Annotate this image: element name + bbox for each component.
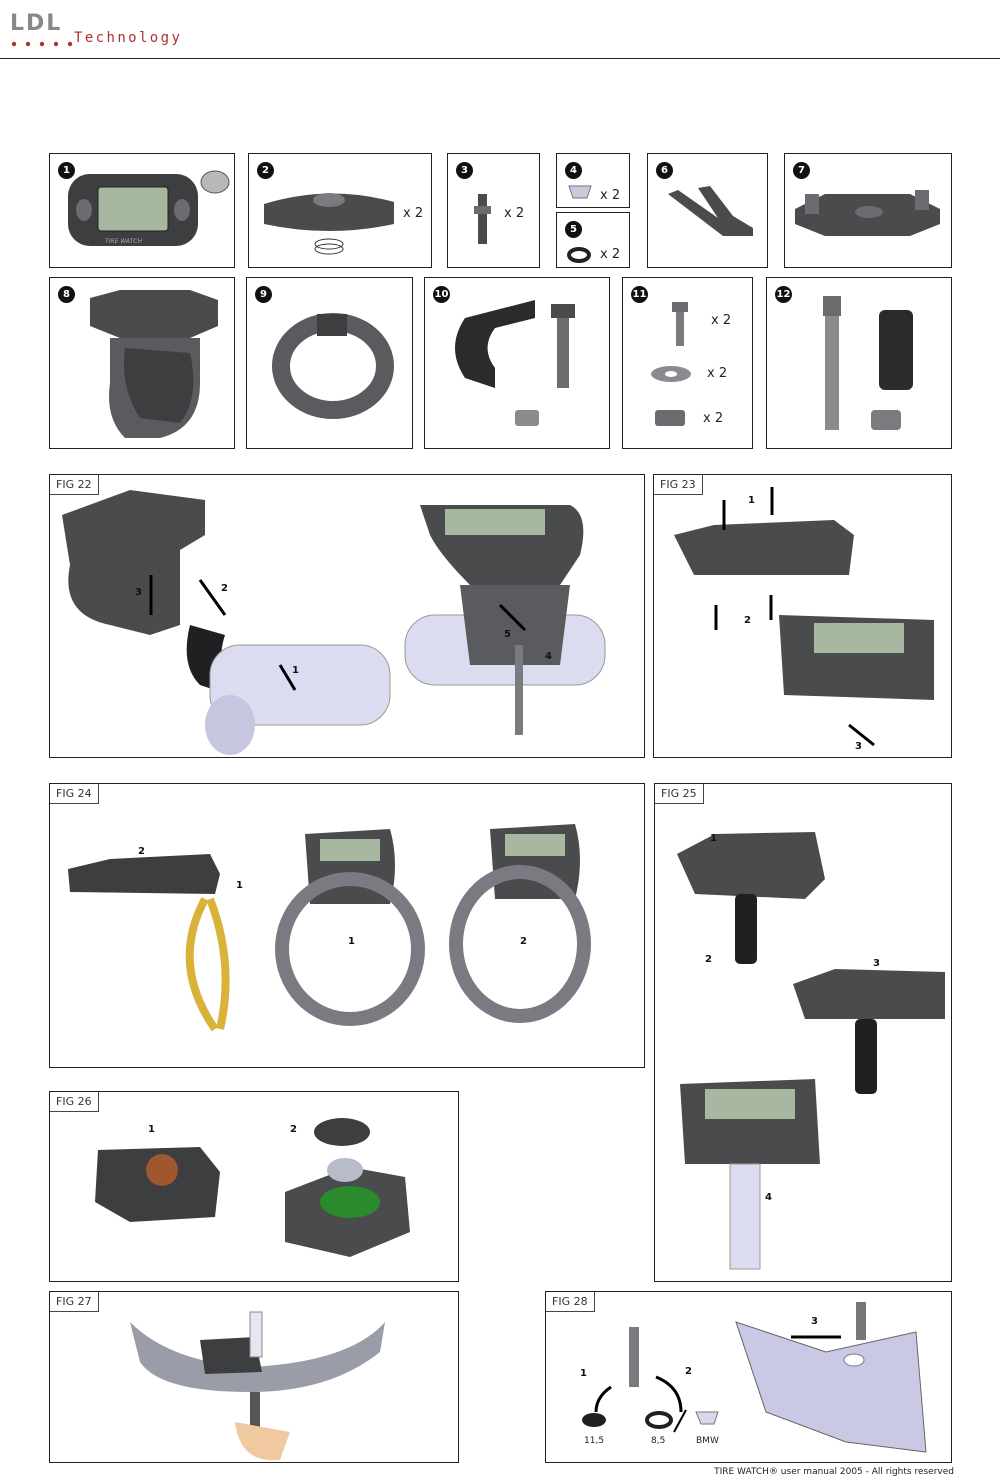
step-label: 2 <box>290 1124 297 1135</box>
step-label: 2 <box>138 846 145 857</box>
fig-25-panel: FIG 25 1 2 3 4 <box>654 783 952 1282</box>
long-bolt-and-spacer-illustration <box>767 278 952 449</box>
part-number: 1 <box>58 162 75 179</box>
step-label: 1 <box>292 665 299 676</box>
fig-27-illustration <box>50 1292 459 1463</box>
part-number: 10 <box>433 286 450 303</box>
fig-28-panel: FIG 28 1 2 3 11,5 8,5 BMW <box>545 1291 952 1463</box>
fig-23-illustration <box>654 475 952 758</box>
bracket-illustration <box>785 154 952 268</box>
part-7-box: 7 <box>784 153 952 268</box>
part-number: 8 <box>58 286 75 303</box>
fig-26-illustration <box>50 1092 459 1282</box>
part-quantity: x 2 <box>504 206 524 221</box>
strap-illustration <box>247 278 413 449</box>
part-number: 5 <box>565 221 582 238</box>
fig-22-illustration <box>50 475 645 758</box>
step-label: 2 <box>685 1366 692 1377</box>
figure-label: FIG 26 <box>50 1092 99 1112</box>
figure-label: FIG 28 <box>546 1292 595 1312</box>
figure-label: FIG 24 <box>50 784 99 804</box>
step-label: 4 <box>545 651 552 662</box>
step-label: 3 <box>855 741 862 752</box>
part-11-box: 11 x 2 x 2 x 2 <box>622 277 753 449</box>
part-3-box: 3 x 2 <box>447 153 540 268</box>
fig-24-illustration <box>50 784 645 1068</box>
part-quantity: x 2 <box>600 247 620 262</box>
step-label: 5 <box>504 629 511 640</box>
part-number: 3 <box>456 162 473 179</box>
fig-28-illustration <box>546 1292 952 1463</box>
part-quantity: x 2 <box>600 188 620 203</box>
figure-label: FIG 23 <box>654 475 703 495</box>
step-label: 3 <box>135 587 142 598</box>
handlebar-mount-illustration <box>50 278 235 449</box>
step-label: 2 <box>221 583 228 594</box>
ldl-logo: LDL Technology <box>8 8 188 48</box>
step-label: 1 <box>580 1368 587 1379</box>
step-label: 2 <box>705 954 712 965</box>
part-quantity: x 2 <box>711 313 731 328</box>
part-number: 7 <box>793 162 810 179</box>
step-label: 1 <box>710 833 717 844</box>
part-number: 6 <box>656 162 673 179</box>
device-label: TIRE WATCH <box>105 238 142 245</box>
figure-label: FIG 22 <box>50 475 99 495</box>
part-1-box: TIRE WATCH 1 <box>49 153 235 268</box>
step-label: 2 <box>744 615 751 626</box>
part-6-box: 6 <box>647 153 768 268</box>
part-number: 12 <box>775 286 792 303</box>
part-9-box: 9 <box>246 277 413 449</box>
step-label: 4 <box>765 1192 772 1203</box>
step-label: 1 <box>148 1124 155 1135</box>
part-quantity: x 2 <box>707 366 727 381</box>
part-quantity: x 2 <box>703 411 723 426</box>
logo-brand-sub: Technology <box>74 30 182 46</box>
display-unit-illustration: TIRE WATCH <box>50 154 235 268</box>
step-label: 1 <box>348 936 355 947</box>
fig-25-illustration <box>655 784 952 1282</box>
part-2-box: 2 x 2 <box>248 153 432 268</box>
part-12-box: 12 <box>766 277 952 449</box>
size-label: 11,5 <box>584 1436 604 1446</box>
step-label: 1 <box>236 880 243 891</box>
part-number: 11 <box>631 286 648 303</box>
figure-label: FIG 25 <box>655 784 704 804</box>
size-label: 8,5 <box>651 1436 665 1446</box>
shim-and-bolt-illustration <box>425 278 610 449</box>
fig-27-panel: FIG 27 <box>49 1291 459 1463</box>
part-number: 2 <box>257 162 274 179</box>
fig-23-panel: FIG 23 1 2 3 <box>653 474 952 758</box>
step-label: 1 <box>748 495 755 506</box>
footer-copyright: TIRE WATCH® user manual 2005 - All right… <box>714 1467 954 1477</box>
logo-text: LDL <box>10 11 62 36</box>
fig-22-panel: FIG 22 3 2 1 5 4 <box>49 474 645 758</box>
part-8-box: 8 <box>49 277 235 449</box>
step-label: 3 <box>873 958 880 969</box>
part-number: 4 <box>565 162 582 179</box>
part-4-box: 4 x 2 <box>556 153 630 208</box>
part-quantity: x 2 <box>403 206 423 221</box>
part-10-box: 10 <box>424 277 610 449</box>
size-label: BMW <box>696 1436 719 1446</box>
part-number: 9 <box>255 286 272 303</box>
fig-24-panel: FIG 24 2 1 1 2 <box>49 783 645 1068</box>
step-label: 2 <box>520 936 527 947</box>
header-divider <box>0 58 1000 59</box>
fig-26-panel: FIG 26 1 2 <box>49 1091 459 1282</box>
step-label: 3 <box>811 1316 818 1327</box>
screw-washer-nut-illustration <box>623 278 753 449</box>
figure-label: FIG 27 <box>50 1292 99 1312</box>
part-5-box: 5 x 2 <box>556 212 630 268</box>
ldl-logo-mark: LDL Technology <box>8 8 188 48</box>
